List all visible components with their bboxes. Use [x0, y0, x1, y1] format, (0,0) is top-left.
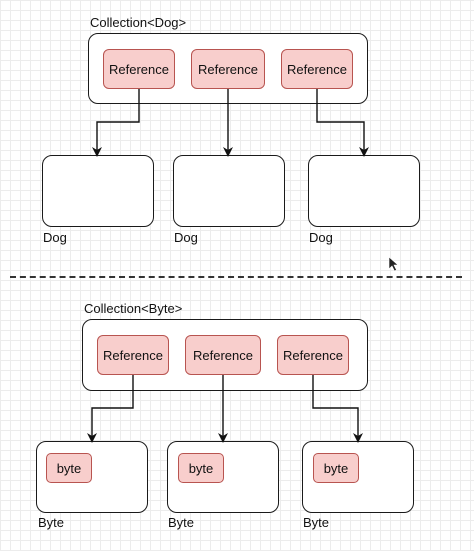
reference-box[interactable]: Reference [103, 49, 175, 89]
byte-value-box[interactable]: byte [313, 453, 359, 483]
dog-label: Dog [43, 230, 67, 245]
collection-byte-label: Collection<Byte> [84, 301, 183, 316]
dog-object-box[interactable] [308, 155, 420, 227]
section-divider [10, 276, 462, 278]
dog-object-box[interactable] [173, 155, 285, 227]
byte-label: Byte [168, 515, 195, 530]
reference-box[interactable]: Reference [281, 49, 353, 89]
mouse-cursor-icon [388, 256, 399, 272]
dog-object-box[interactable] [42, 155, 154, 227]
byte-value-box[interactable]: byte [178, 453, 224, 483]
byte-label: Byte [38, 515, 65, 530]
reference-box[interactable]: Reference [185, 335, 261, 375]
byte-label: Byte [303, 515, 330, 530]
connector-arrow [316, 89, 369, 157]
connector-arrow [312, 375, 363, 443]
reference-box[interactable]: Reference [191, 49, 265, 89]
connector-arrow [92, 89, 140, 157]
reference-box[interactable]: Reference [97, 335, 169, 375]
collection-dog-label: Collection<Dog> [90, 15, 187, 30]
byte-value-box[interactable]: byte [46, 453, 92, 483]
dog-label: Dog [309, 230, 333, 245]
connector-arrow [87, 375, 134, 443]
reference-box[interactable]: Reference [277, 335, 349, 375]
dog-label: Dog [174, 230, 198, 245]
